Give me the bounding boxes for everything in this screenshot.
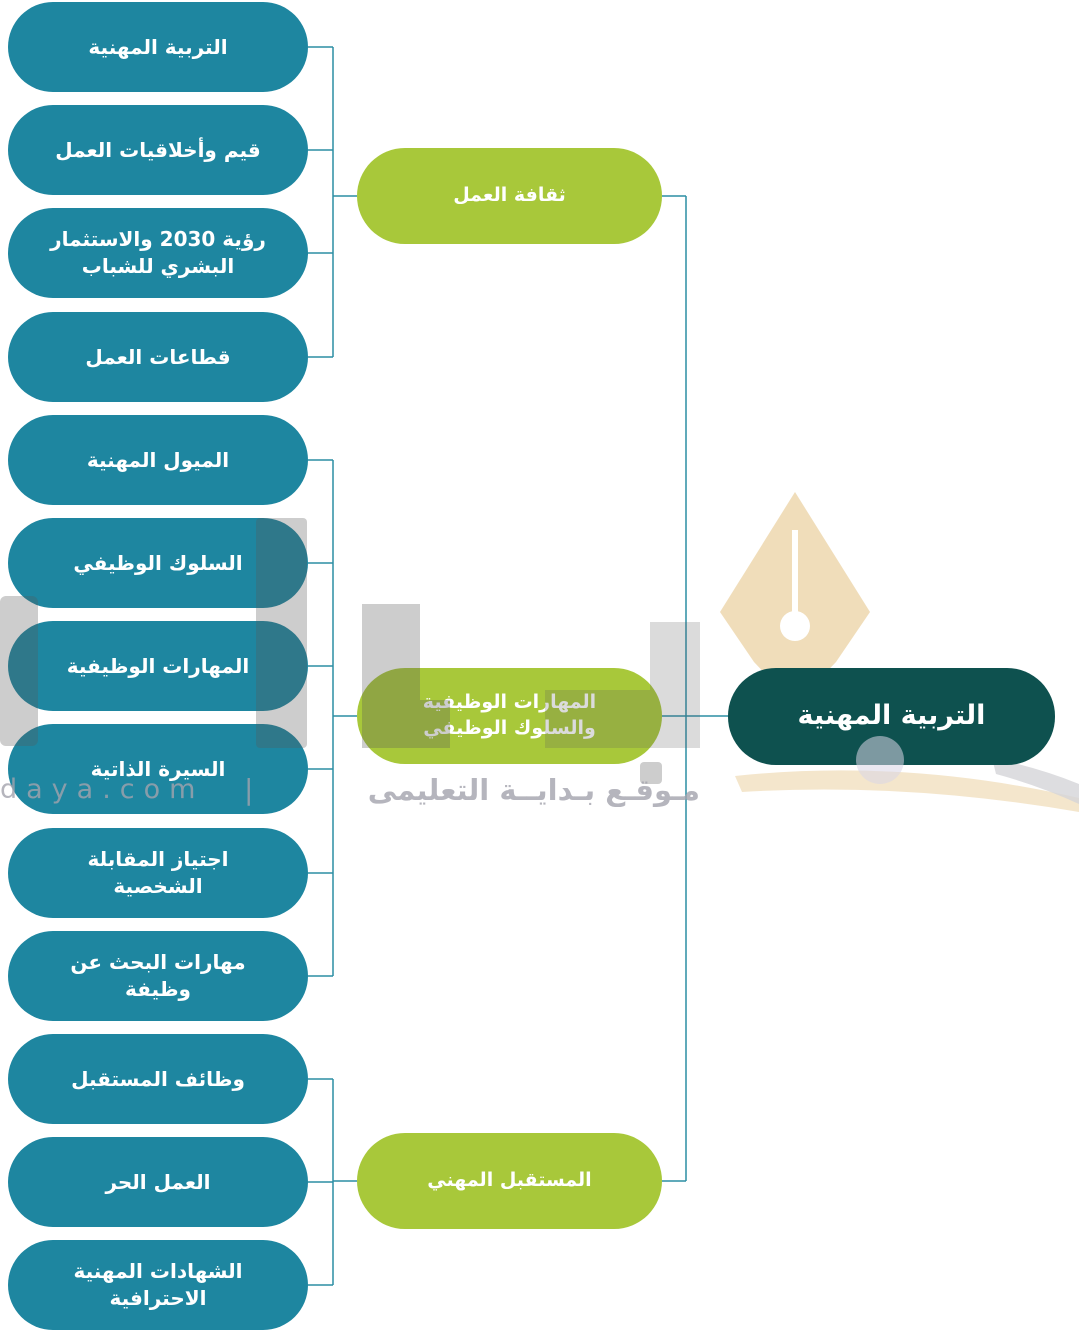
branch-node-label: ثقافة العمل (453, 184, 566, 207)
leaf-node-label: السيرة الذاتية (90, 756, 226, 781)
leaf-node-future-jobs[interactable]: وظائف المستقبل (8, 1034, 308, 1124)
leaf-node-work-sectors[interactable]: قطاعات العمل (8, 312, 308, 402)
leaf-node-label: المهارات الوظيفية (66, 653, 250, 678)
leaf-node-work-values-ethics[interactable]: قيم وأخلاقيات العمل (8, 105, 308, 195)
leaf-node-job-search-skills[interactable]: مهارات البحث عن وظيفة (8, 931, 308, 1021)
leaf-node-label: وظائف المستقبل (71, 1066, 245, 1091)
leaf-node-cv[interactable]: السيرة الذاتية (8, 724, 308, 814)
leaf-node-job-interview[interactable]: اجتياز المقابلة الشخصية (8, 828, 308, 918)
branch-node-job-skills-behavior[interactable]: المهارات الوظيفية والسلوك الوظيفي (357, 668, 662, 764)
leaf-node-freelance-work[interactable]: العمل الحر (8, 1137, 308, 1227)
watermark-swoosh (735, 770, 1079, 812)
leaf-node-professional-certificates[interactable]: الشهادات المهنية الاحترافية (8, 1240, 308, 1330)
branch-node-label: المستقبل المهني (427, 1169, 592, 1192)
root-node-vocational-education[interactable]: التربية المهنية (728, 668, 1055, 765)
pen-slit (792, 530, 798, 612)
leaf-node-label: السلوك الوظيفي (73, 550, 243, 575)
leaf-node-job-skills[interactable]: المهارات الوظيفية (8, 621, 308, 711)
root-node-label: التربية المهنية (797, 700, 986, 732)
leaf-node-career-interests[interactable]: الميول المهنية (8, 415, 308, 505)
leaf-node-vocational-education[interactable]: التربية المهنية (8, 2, 308, 92)
leaf-node-label: قطاعات العمل (85, 344, 231, 369)
leaf-node-label: مهارات البحث عن وظيفة (70, 950, 246, 1001)
branch-node-career-future[interactable]: المستقبل المهني (357, 1133, 662, 1229)
branch-node-label: المهارات الوظيفية والسلوك الوظيفي (422, 691, 597, 739)
leaf-node-label: الميول المهنية (86, 447, 230, 472)
leaf-node-job-behavior[interactable]: السلوك الوظيفي (8, 518, 308, 608)
watermark-swoosh-grey (992, 758, 1079, 804)
leaf-node-label: العمل الحر (105, 1169, 211, 1194)
branch-node-work-culture[interactable]: ثقافة العمل (357, 148, 662, 244)
leaf-node-vision-2030[interactable]: رؤية 2030 والاستثمار البشري للشباب (8, 208, 308, 298)
leaf-node-label: رؤية 2030 والاستثمار البشري للشباب (50, 227, 266, 278)
leaf-node-label: قيم وأخلاقيات العمل (55, 137, 261, 162)
leaf-node-label: التربية المهنية (88, 34, 228, 59)
leaf-node-label: الشهادات المهنية الاحترافية (73, 1259, 243, 1310)
leaf-node-label: اجتياز المقابلة الشخصية (87, 847, 229, 898)
pen-hole (780, 611, 810, 641)
